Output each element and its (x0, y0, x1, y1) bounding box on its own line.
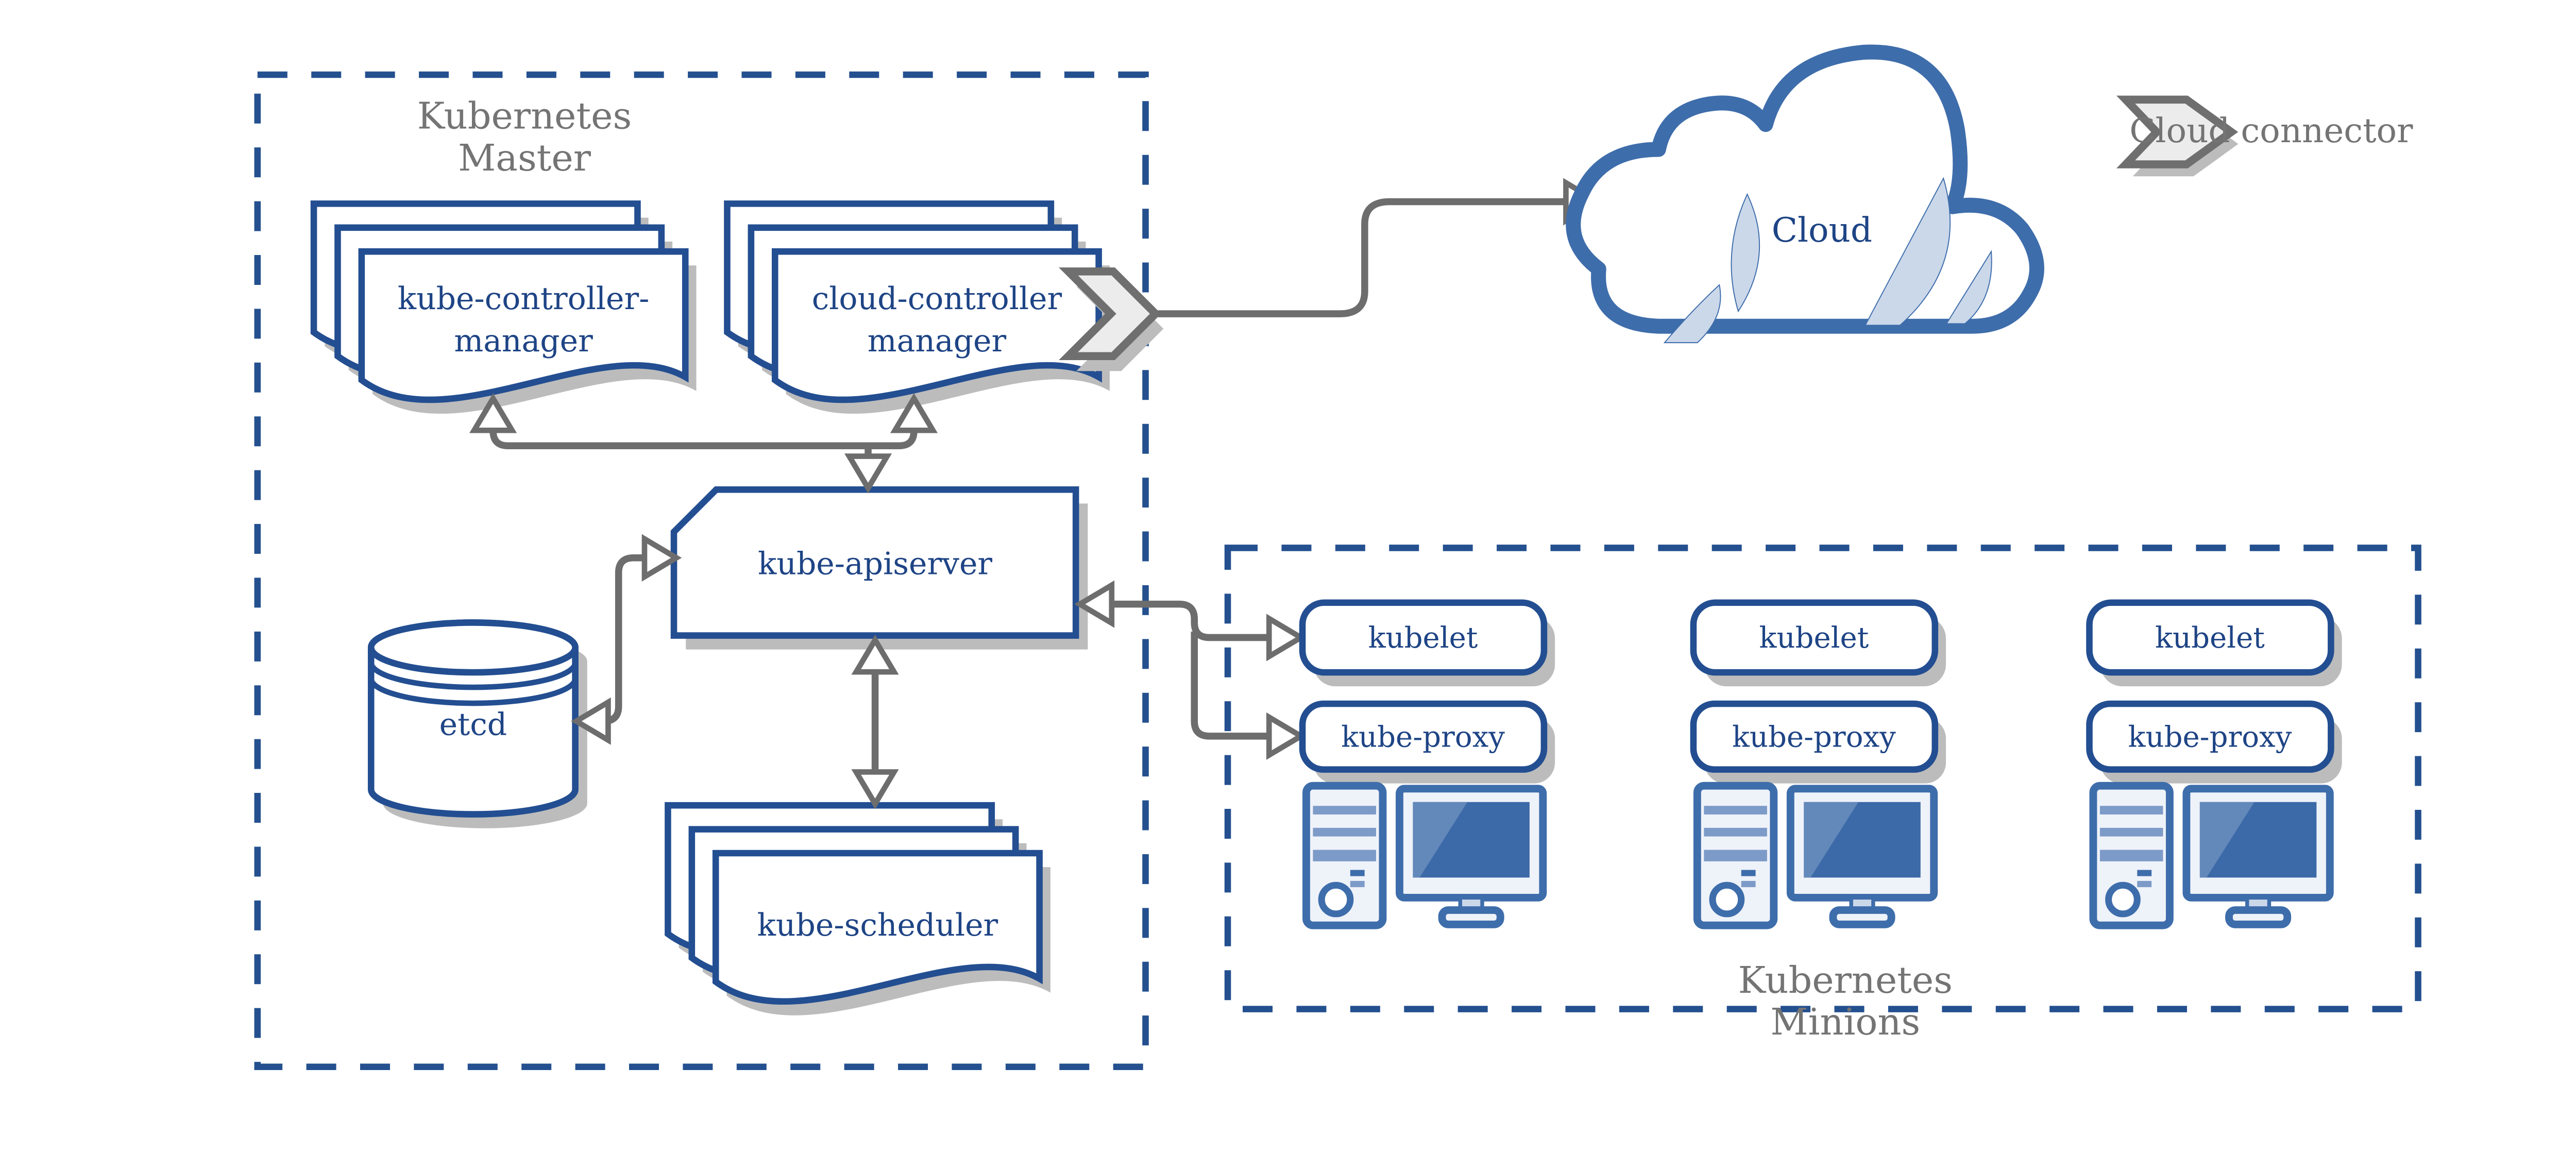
kube-proxy-label: kube-proxy (1732, 720, 1896, 754)
cloud-node: Cloud (1566, 44, 2044, 344)
kubernetes-architecture-diagram: Kubernetes Master kube-controller- manag… (254, 44, 2421, 1071)
kube-controller-manager-label-line2: manager (454, 323, 593, 359)
master-title-line1: Kubernetes (417, 95, 632, 138)
kubelet-box (1690, 599, 1939, 676)
minion-node-3: kubelet kube-proxy (2086, 599, 2342, 925)
cloud-controller-manager-label-line1: cloud-controller (812, 281, 1062, 317)
kube-scheduler-label: kube-scheduler (757, 907, 998, 943)
computer-icon (1697, 786, 1934, 925)
kube-scheduler-node: kube-scheduler (668, 805, 1050, 1015)
cloud-connector-legend: Cloud connector (2116, 95, 2413, 177)
kube-proxy-box (1690, 700, 1939, 773)
cloud-label: Cloud (1772, 210, 1872, 250)
kubelet-label: kubelet (1759, 621, 1869, 655)
arrowhead-down-icon (856, 772, 894, 804)
minions-title-line1: Kubernetes (1738, 959, 1953, 1002)
etcd-node: etcd (367, 619, 587, 828)
kube-proxy-box (2086, 700, 2334, 773)
kube-proxy-box (1299, 700, 1548, 773)
cloud-controller-manager-node: cloud-controller manager (727, 204, 1109, 414)
computer-icon (2093, 786, 2330, 925)
controller-managers-connector-line (489, 420, 918, 449)
minion-node-2: kubelet kube-proxy (1690, 599, 1946, 925)
cloud-controller-manager-label-line2: manager (868, 323, 1007, 359)
kubelet-box (1299, 599, 1548, 676)
apiserver-etcd-line (601, 554, 648, 725)
minions-dashed-border (1224, 545, 2421, 1012)
connector-to-cloud-line (1158, 198, 1569, 317)
kubernetes-master-region: Kubernetes Master kube-controller- manag… (254, 71, 1149, 1071)
arrowhead-down-icon (849, 456, 887, 488)
kube-proxy-label: kube-proxy (1341, 720, 1505, 754)
master-title-line2: Master (458, 137, 591, 179)
cloud-connector-icon (1058, 267, 1161, 360)
kube-proxy-label: kube-proxy (2128, 720, 2292, 754)
kubelet-box (2086, 599, 2334, 676)
computer-icon (1306, 786, 1543, 925)
cloud-connector-icon (2116, 95, 2239, 168)
kubelet-label: kubelet (1368, 621, 1478, 655)
kube-apiserver-node: kube-apiserver (670, 486, 1088, 650)
legend-label: Cloud connector (2129, 111, 2413, 150)
apiserver-kubeproxy-line (1191, 631, 1275, 740)
kubelet-label: kubelet (2155, 621, 2265, 655)
kube-apiserver-card-icon (670, 486, 1079, 639)
cloud-connector-chevron (1058, 267, 1164, 371)
apiserver-kubelet-line (1109, 600, 1275, 641)
kube-apiserver-label: kube-apiserver (758, 546, 992, 582)
kube-controller-manager-node: kube-controller- manager (314, 204, 696, 414)
etcd-label: etcd (439, 707, 507, 743)
kubernetes-minions-region: kubelet kube-proxy kubelet kube-proxy ku… (1224, 545, 2421, 1043)
master-dashed-border (254, 71, 1149, 1071)
kube-controller-manager-label-line1: kube-controller- (398, 281, 650, 317)
minions-title-line2: Minions (1770, 1001, 1920, 1043)
minion-node-1: kubelet kube-proxy (1299, 599, 1555, 925)
arrowhead-right-icon (1269, 717, 1301, 755)
arrowhead-right-icon (1269, 619, 1301, 656)
connectors (474, 183, 1598, 804)
cloud-icon (1566, 44, 2044, 334)
